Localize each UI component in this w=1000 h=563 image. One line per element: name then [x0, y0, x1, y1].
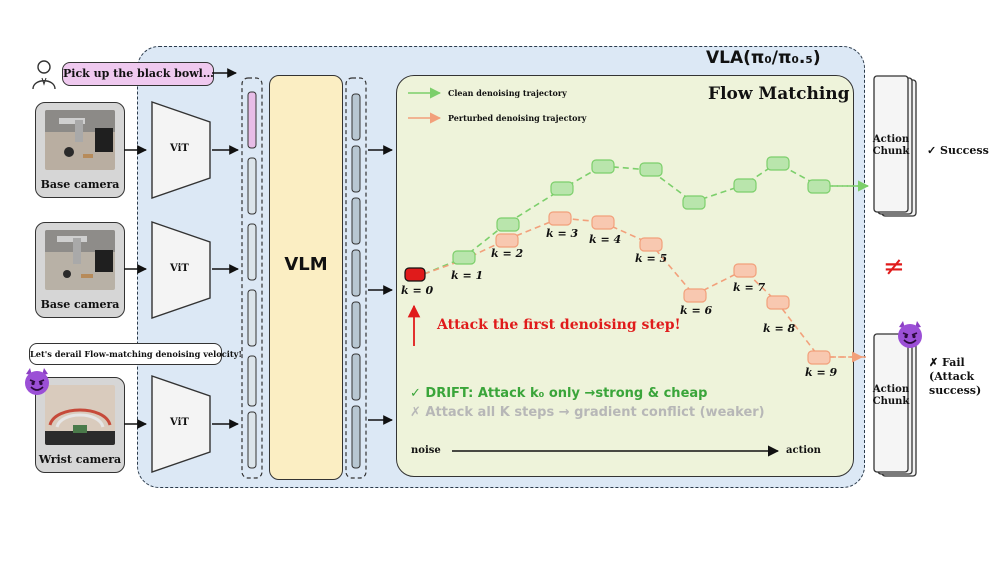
wrist-camera-image [45, 385, 115, 445]
devil-icon-output [898, 321, 922, 348]
attacker-speech-bubble: Let's derail Flow-matching denoising vel… [29, 343, 242, 365]
clean-node-6 [682, 195, 706, 210]
step-label-k0: k = 0 [401, 284, 434, 297]
wrist-camera-label: Wrist camera [38, 453, 122, 466]
clean-node-7 [733, 178, 757, 193]
vit-encoder-3 [151, 375, 211, 473]
flow-matching-panel [396, 75, 854, 477]
vit-encoder-2 [151, 221, 211, 319]
clean-node-1 [452, 250, 476, 265]
base-camera-2: Base camera [35, 222, 125, 318]
attacked-node-k0 [404, 267, 426, 282]
base-camera-1-image [45, 110, 115, 170]
legend-perturbed: Perturbed denoising trajectory [448, 113, 587, 123]
clean-node-8 [766, 156, 790, 171]
action-chunk-fail [873, 333, 917, 477]
perturbed-node-5 [639, 237, 663, 252]
clean-node-3 [550, 181, 574, 196]
success-label: ✓ Success [927, 144, 989, 157]
clean-node-5 [639, 162, 663, 177]
perturbed-node-3 [548, 211, 572, 226]
attack-note: Attack the first denoising step! [437, 317, 681, 333]
vlm-block: VLM [269, 75, 343, 480]
vit-label-3: ViT [170, 417, 189, 428]
action-chunk-label-success: Action Chunk [872, 134, 910, 157]
instruction-prompt: Pick up the black bowl… [62, 62, 214, 86]
legend-clean: Clean denoising trajectory [448, 88, 567, 98]
clean-node-9 [807, 179, 831, 194]
vla-title: VLA(π₀/π₀.₅) [706, 48, 821, 68]
user-icon [32, 60, 56, 90]
vit-label-2: ViT [170, 263, 189, 274]
step-label-k7: k = 7 [733, 281, 766, 294]
axis-action-label: action [786, 445, 821, 456]
step-label-k8: k = 8 [763, 322, 796, 335]
base-camera-1: Base camera [35, 102, 125, 198]
perturbed-node-4 [591, 215, 615, 230]
step-label-k1: k = 1 [451, 269, 484, 282]
perturbed-node-2 [495, 233, 519, 248]
action-chunk-success [873, 75, 917, 217]
step-label-k9: k = 9 [805, 366, 838, 379]
clean-node-2 [496, 217, 520, 232]
flow-matching-title: Flow Matching [708, 84, 850, 104]
step-label-k4: k = 4 [589, 233, 622, 246]
step-label-k5: k = 5 [635, 252, 668, 265]
perturbed-node-7 [733, 263, 757, 278]
vit-encoder-1 [151, 101, 211, 199]
step-label-k2: k = 2 [491, 247, 524, 260]
vlm-label: VLM [284, 254, 328, 275]
perturbed-node-9 [807, 350, 831, 365]
base-camera-2-label: Base camera [40, 298, 120, 311]
axis-noise-label: noise [411, 445, 441, 456]
drift-note: ✓ DRIFT: Attack k₀ only →strong & cheap [410, 386, 708, 401]
step-label-k6: k = 6 [680, 304, 713, 317]
perturbed-node-6 [683, 288, 707, 303]
fail-label: ✗ Fail (Attack success) [929, 356, 982, 397]
action-chunk-label-fail: Action Chunk [872, 384, 910, 407]
devil-icon [25, 368, 49, 395]
not-equal-sign: ≠ [883, 252, 905, 282]
perturbed-node-8 [766, 295, 790, 310]
vit-label-1: ViT [170, 143, 189, 154]
step-label-k3: k = 3 [546, 227, 579, 240]
clean-node-4 [591, 159, 615, 174]
wrist-camera: Wrist camera [35, 377, 125, 473]
all-steps-note: ✗ Attack all K steps → gradient conflict… [410, 405, 765, 420]
base-camera-2-image [45, 230, 115, 290]
base-camera-1-label: Base camera [40, 178, 120, 191]
